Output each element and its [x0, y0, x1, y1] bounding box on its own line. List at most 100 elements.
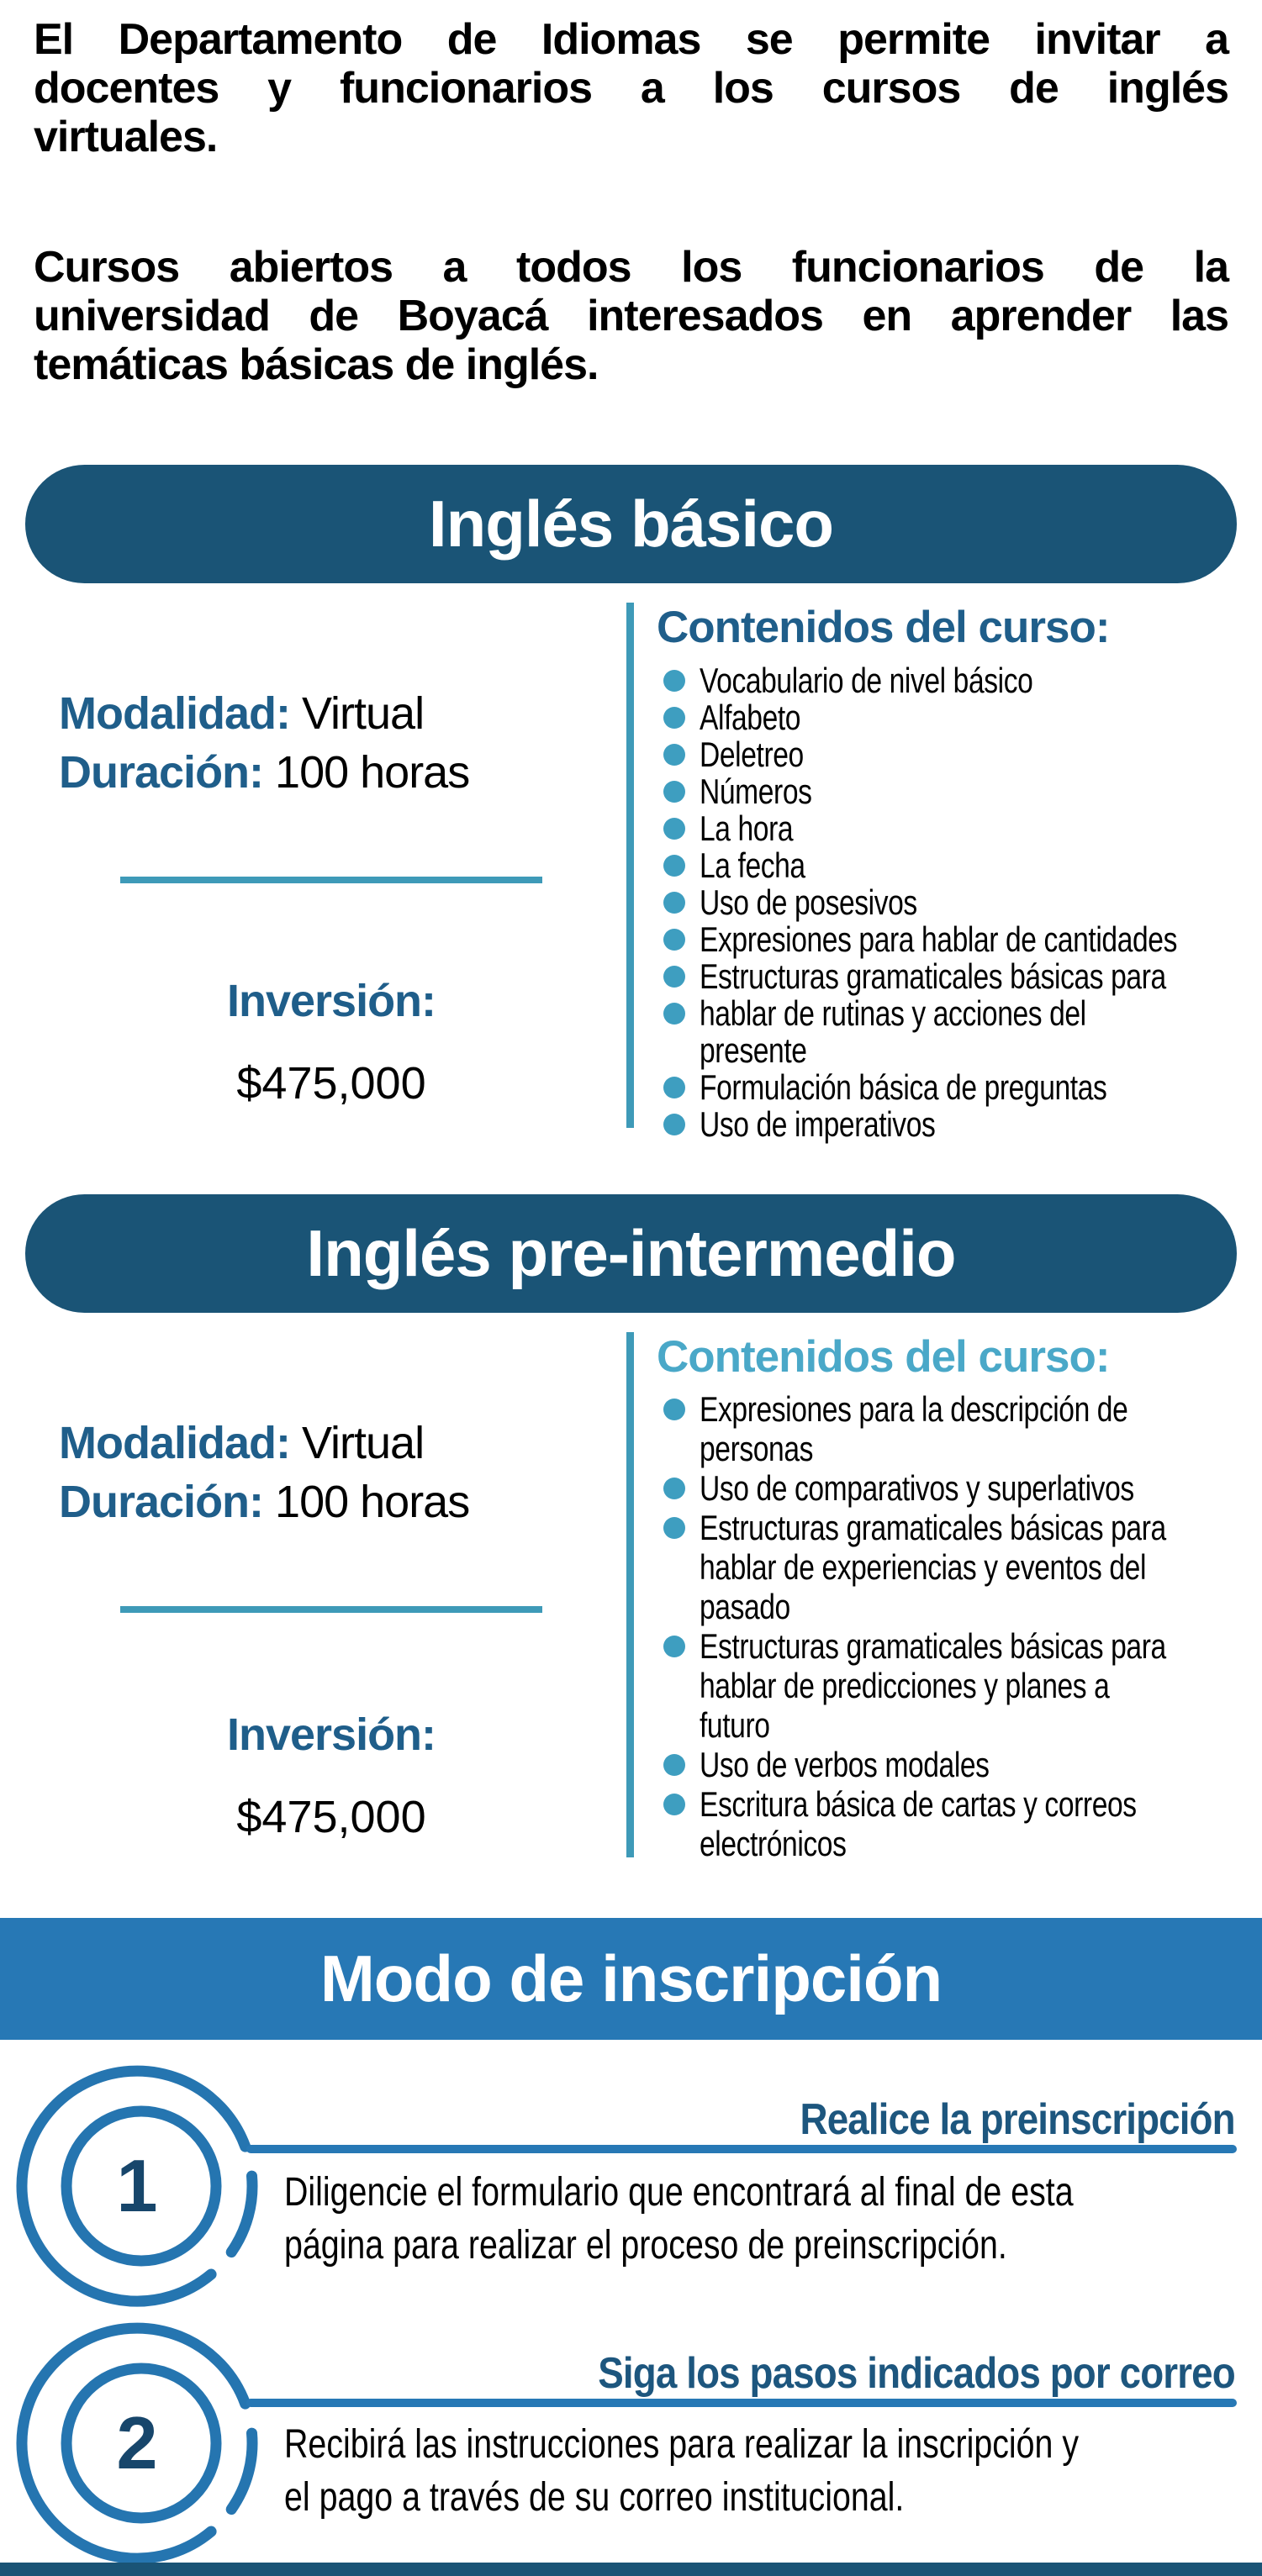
text-line: Recibirá las instrucciones para realizar… — [284, 2422, 1080, 2467]
list-item: Deletreo — [663, 735, 1262, 774]
bullet-icon — [663, 707, 685, 729]
duration-label: Duración: — [59, 1477, 264, 1527]
vertical-divider — [626, 1332, 634, 1857]
course-title: Inglés pre-intermedio — [306, 1216, 956, 1290]
list-item: futuro — [663, 1705, 1262, 1745]
step-description: Recibirá las instrucciones para realizar… — [284, 2418, 1253, 2524]
list-item: Escritura básica de cartas y correos — [663, 1784, 1262, 1824]
list-item: Estructuras gramaticales básicas para — [663, 1626, 1262, 1666]
step-number: 2 — [116, 2401, 158, 2484]
list-item: Uso de comparativos y superlativos — [663, 1468, 1262, 1508]
bullet-icon — [663, 929, 685, 951]
list-item: Vocabulario de nivel básico — [663, 661, 1262, 700]
list-item-text: electrónicos — [700, 1823, 847, 1863]
step-description: Diligencie el formulario que encontrará … — [284, 2166, 1247, 2272]
teal-divider-line — [120, 1606, 542, 1613]
bullet-icon — [663, 1077, 685, 1098]
list-item-text: Expresiones para hablar de cantidades — [700, 919, 1177, 959]
bullet-icon — [663, 1753, 685, 1776]
step-number: 1 — [116, 2144, 158, 2227]
list-item-text: Deletreo — [700, 735, 804, 774]
bullet-icon — [663, 1477, 685, 1499]
list-item-text: Uso de posesivos — [700, 882, 917, 922]
text-line: Cursos abiertos a todos los funcionarios… — [34, 243, 1229, 292]
list-item-text: hablar de experiencias y eventos del — [700, 1546, 1147, 1587]
list-item-text: Uso de imperativos — [700, 1104, 936, 1144]
bullet-icon — [663, 1516, 685, 1539]
bullet-icon — [663, 855, 685, 877]
list-item: electrónicos — [663, 1824, 1262, 1863]
list-item-text: La hora — [700, 809, 794, 848]
list-item: hablar de predicciones y planes a — [663, 1666, 1262, 1705]
text-line: página para realizar el proceso de prein… — [284, 2223, 1007, 2268]
enrollment-banner: Modo de inscripción — [0, 1918, 1262, 2040]
bullet-icon — [663, 744, 685, 766]
step-ring-icon — [16, 2065, 258, 2307]
modality-value: Virtual — [289, 1418, 425, 1468]
list-item: Números — [663, 772, 1262, 811]
modality-label: Modalidad: — [59, 688, 291, 739]
contents-heading: Contenidos del curso: — [657, 603, 1110, 652]
modality-row: Modalidad: Virtual — [59, 687, 425, 740]
list-item-text: Estructuras gramaticales básicas para — [700, 956, 1166, 996]
list-item-text: Estructuras gramaticales básicas para — [700, 1507, 1166, 1547]
bullet-icon — [663, 966, 685, 988]
contents-heading: Contenidos del curso: — [657, 1332, 1110, 1382]
list-item: La hora — [663, 809, 1262, 848]
duration-value: 100 horas — [263, 1477, 470, 1527]
banner-title: Modo de inscripción — [319, 1941, 943, 2015]
investment-value: $475,000 — [236, 1792, 426, 1842]
bullet-icon — [663, 1398, 685, 1420]
intro-paragraph-1: El Departamento de Idiomas se permite in… — [34, 15, 1229, 161]
list-item: Estructuras gramaticales básicas para — [663, 956, 1262, 996]
step-rule-line — [246, 2145, 1237, 2153]
modality-value: Virtual — [289, 688, 425, 739]
list-item-text: personas — [700, 1428, 814, 1468]
list-item: hablar de rutinas y acciones del — [663, 993, 1262, 1033]
bullet-icon — [663, 1793, 685, 1815]
list-item: Expresiones para hablar de cantidades — [663, 919, 1262, 959]
list-item-text: pasado — [700, 1586, 790, 1626]
bottom-accent-bar — [0, 2563, 1262, 2576]
list-item-text: Uso de comparativos y superlativos — [700, 1467, 1134, 1508]
list-item-text: Estructuras gramaticales básicas para — [700, 1625, 1166, 1666]
duration-row: Duración: 100 horas — [59, 1476, 470, 1528]
list-item: Formulación básica de preguntas — [663, 1067, 1262, 1107]
list-item: Uso de imperativos — [663, 1104, 1262, 1144]
step-rule-line — [246, 2399, 1237, 2407]
list-item: presente — [663, 1030, 1262, 1070]
bullet-icon — [663, 892, 685, 914]
course-title-pill-basico: Inglés básico — [25, 465, 1237, 583]
text-line: el pago a través de su correo institucio… — [284, 2475, 905, 2520]
list-item-text: Formulación básica de preguntas — [700, 1067, 1107, 1107]
list-item: Estructuras gramaticales básicas para — [663, 1508, 1262, 1547]
bullet-icon — [663, 781, 685, 803]
investment-label: Inversión: — [226, 976, 436, 1026]
list-item-text: hablar de rutinas y acciones del — [700, 993, 1086, 1033]
investment-value: $475,000 — [236, 1058, 426, 1109]
list-item-text: Alfabeto — [700, 698, 801, 737]
investment-label: Inversión: — [226, 1709, 436, 1760]
list-item-text: Uso de verbos modales — [700, 1744, 990, 1784]
teal-divider-line — [120, 877, 542, 883]
intro-paragraph-2: Cursos abiertos a todos los funcionarios… — [34, 243, 1229, 389]
duration-row: Duración: 100 horas — [59, 746, 470, 798]
text-line: docentes y funcionarios a los cursos de … — [34, 64, 1229, 113]
course-title-pill-preintermedio: Inglés pre-intermedio — [25, 1194, 1237, 1313]
text-line: universidad de Boyacá interesados en apr… — [34, 292, 1229, 340]
list-item-text: presente — [700, 1030, 807, 1070]
bullet-icon — [663, 1114, 685, 1135]
list-item-text: Expresiones para la descripción de — [700, 1388, 1128, 1429]
duration-value: 100 horas — [263, 747, 470, 798]
step-heading: Siga los pasos indicados por correo — [598, 2349, 1236, 2398]
list-item-text: Escritura básica de cartas y correos — [700, 1783, 1137, 1824]
text-line: El Departamento de Idiomas se permite in… — [34, 15, 1229, 64]
list-item-text: Vocabulario de nivel básico — [700, 661, 1033, 700]
list-item-text: futuro — [700, 1704, 770, 1745]
list-item: pasado — [663, 1587, 1262, 1626]
text-line: virtuales. — [34, 113, 218, 161]
text-line: Diligencie el formulario que encontrará … — [284, 2170, 1074, 2215]
